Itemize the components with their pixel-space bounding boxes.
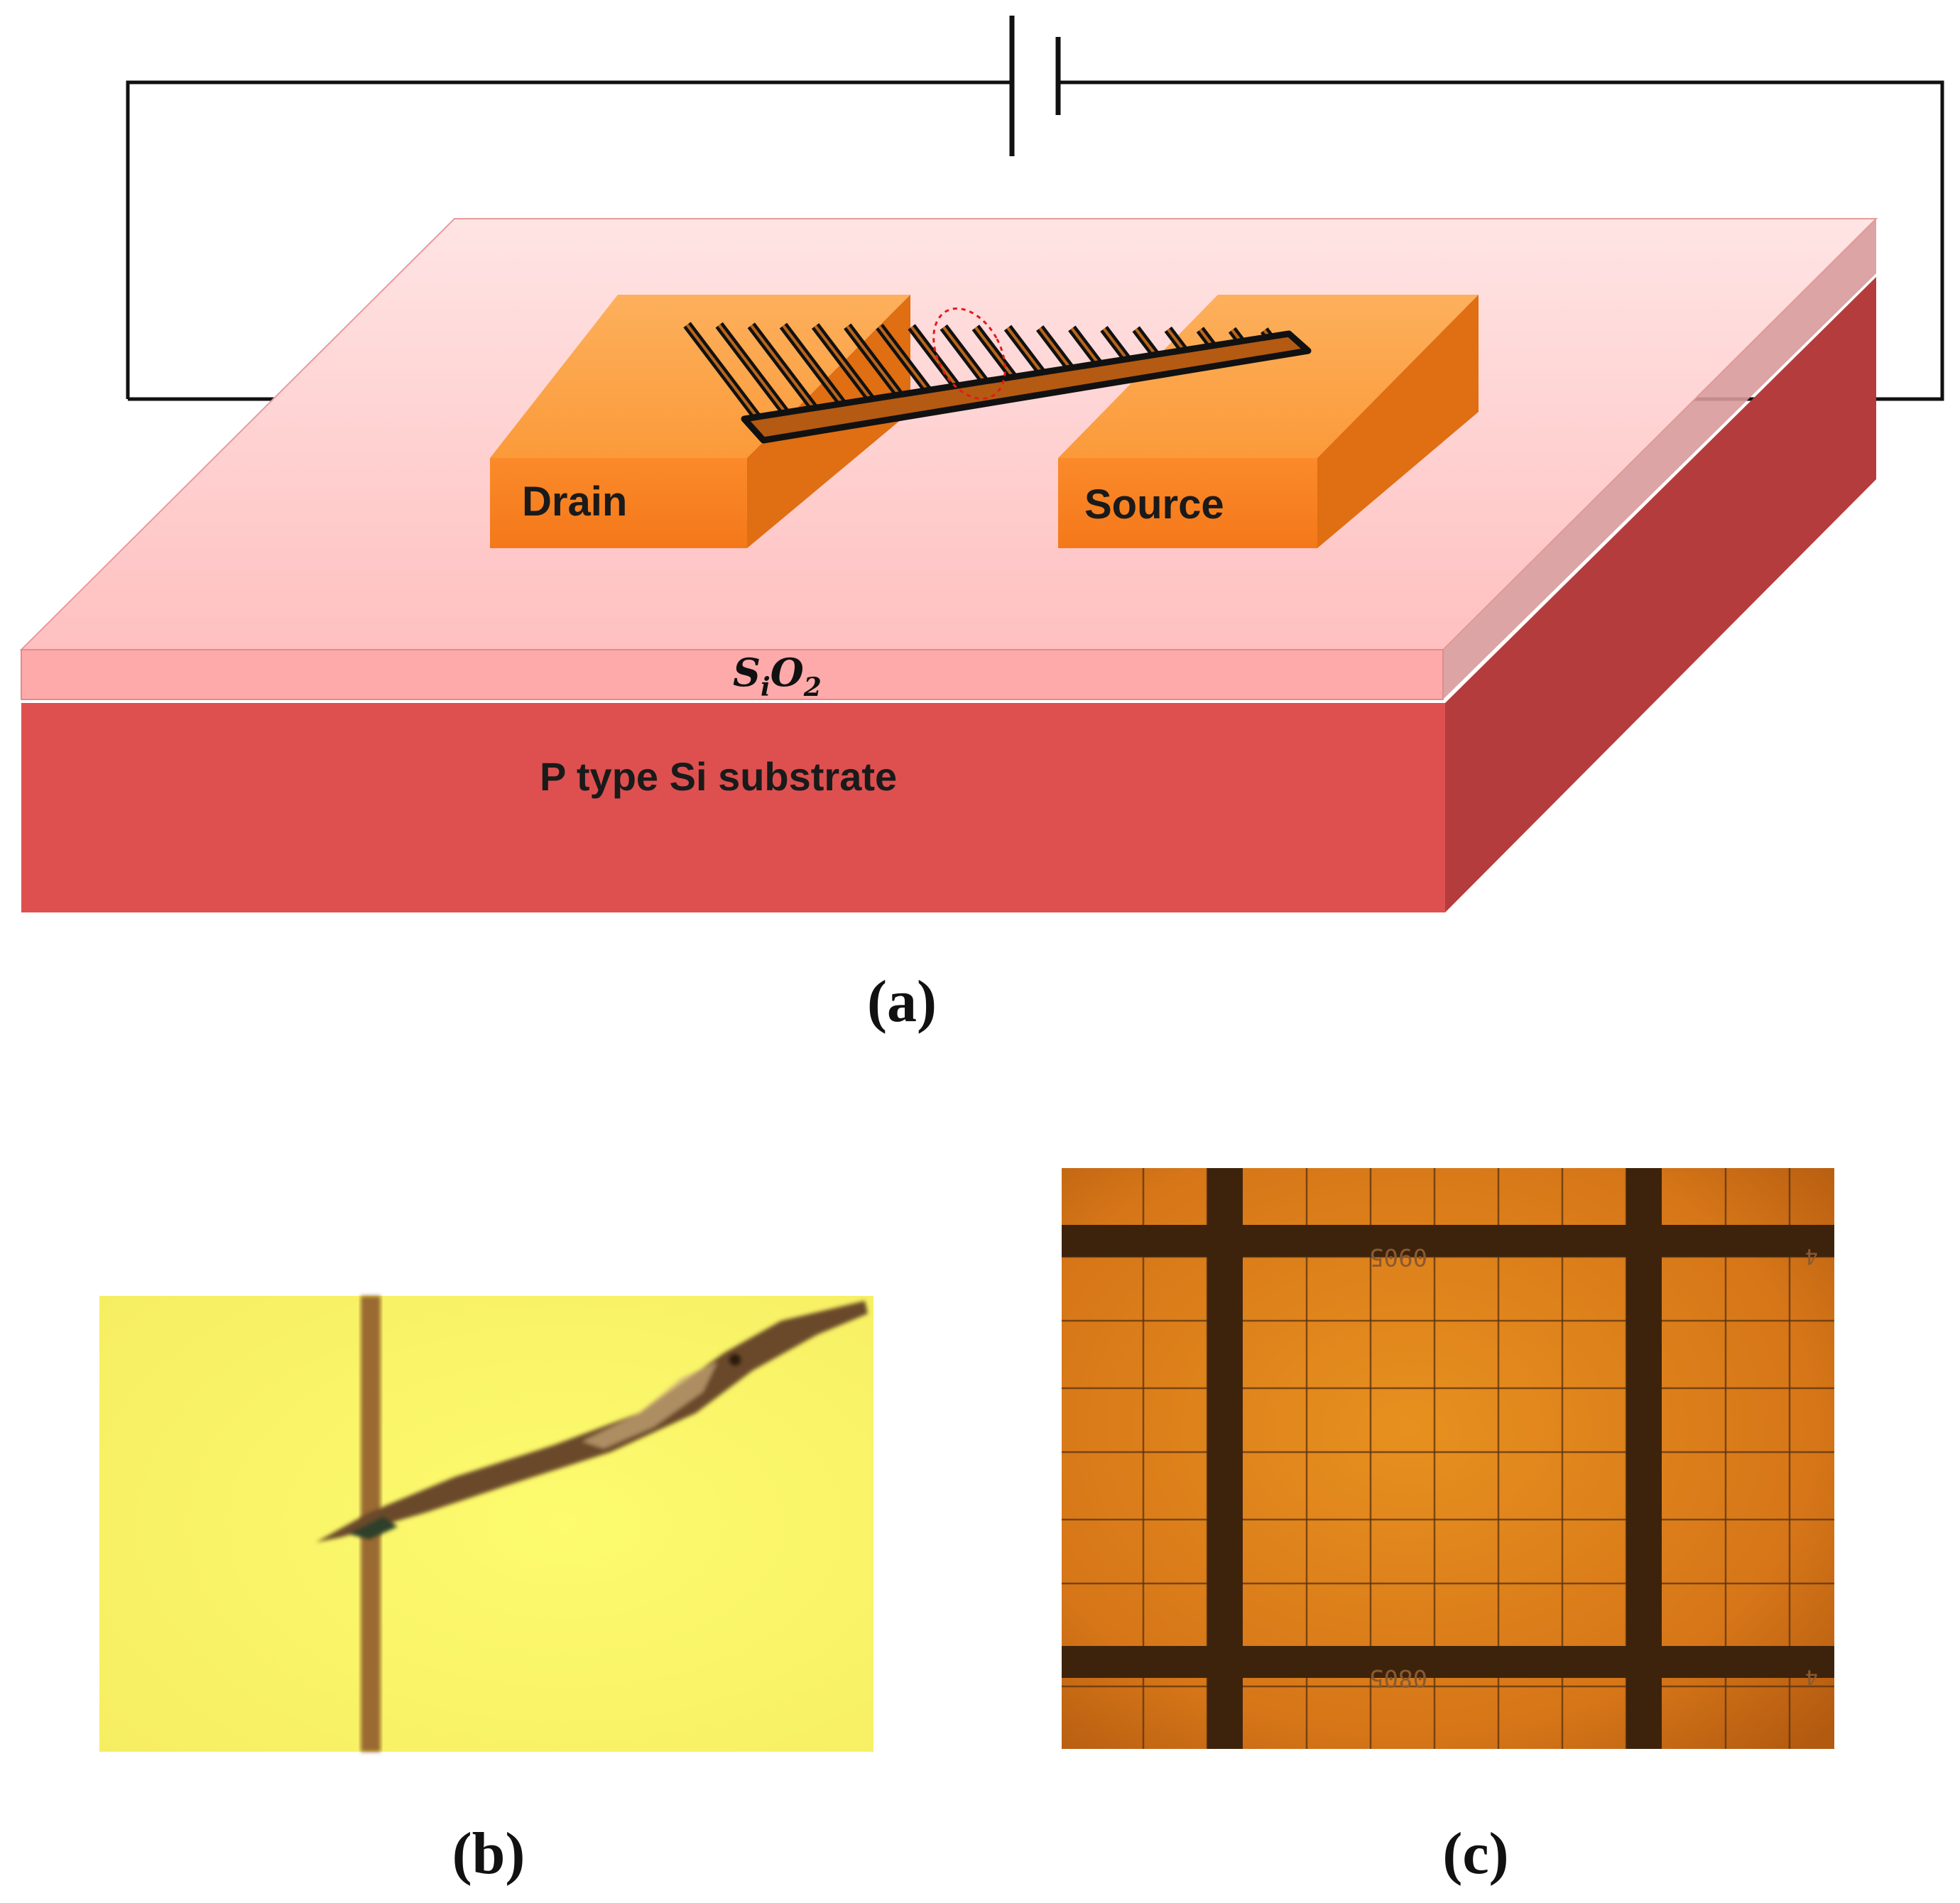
panel-b-micrograph: (b) (99, 1296, 873, 1887)
panel-c-label: (c) (1442, 1821, 1508, 1887)
panel-a-label: (a) (867, 969, 937, 1035)
comb-backbone (741, 330, 1312, 444)
substrate-label: P type Si substrate (540, 754, 897, 799)
grid-bar-horizontal (1062, 1646, 1834, 1678)
comb-tooth-highlight (814, 325, 880, 411)
micrograph-c-mark-edge-upper: 4 (1805, 1243, 1818, 1268)
micrograph-c-grid (1062, 1168, 1834, 1749)
highlight-dotted-outline (932, 307, 1006, 400)
comb-tooth-highlight (750, 324, 823, 419)
comb-nanostructure (683, 322, 1312, 444)
si-substrate (21, 277, 1876, 912)
source-electrode (1058, 295, 1479, 548)
comb-tooth-highlight (782, 325, 851, 415)
sio2-label-sub-2: 2 (803, 672, 822, 702)
sio2-label: SiO2 (733, 650, 822, 702)
panel-b-label: (b) (452, 1821, 526, 1887)
micrograph-b-nanostructure (316, 1301, 868, 1542)
comb-tooth-highlight (685, 324, 766, 427)
panel-a-device-schematic: Drain Source SiO2 P type Si substrate (a… (19, 16, 1944, 1035)
micrograph-c-mark-upper: 0905 (1369, 1243, 1427, 1271)
source-label: Source (1084, 481, 1224, 528)
sio2-label-sub-i: i (761, 672, 771, 702)
battery-symbol (1009, 16, 1061, 156)
sio2-label-o: O (771, 650, 804, 695)
grid-bar-horizontal (1062, 1225, 1834, 1257)
drain-label: Drain (522, 479, 627, 525)
micrograph-c-mark-lower: 0805 (1369, 1664, 1427, 1692)
panel-c-micrograph: 0905 0805 4 4 (c) (1062, 1168, 1834, 1887)
sio2-label-s: S (733, 650, 761, 695)
comb-tooth-highlight (718, 324, 794, 423)
micrograph-c-mark-edge-lower: 4 (1805, 1664, 1818, 1689)
